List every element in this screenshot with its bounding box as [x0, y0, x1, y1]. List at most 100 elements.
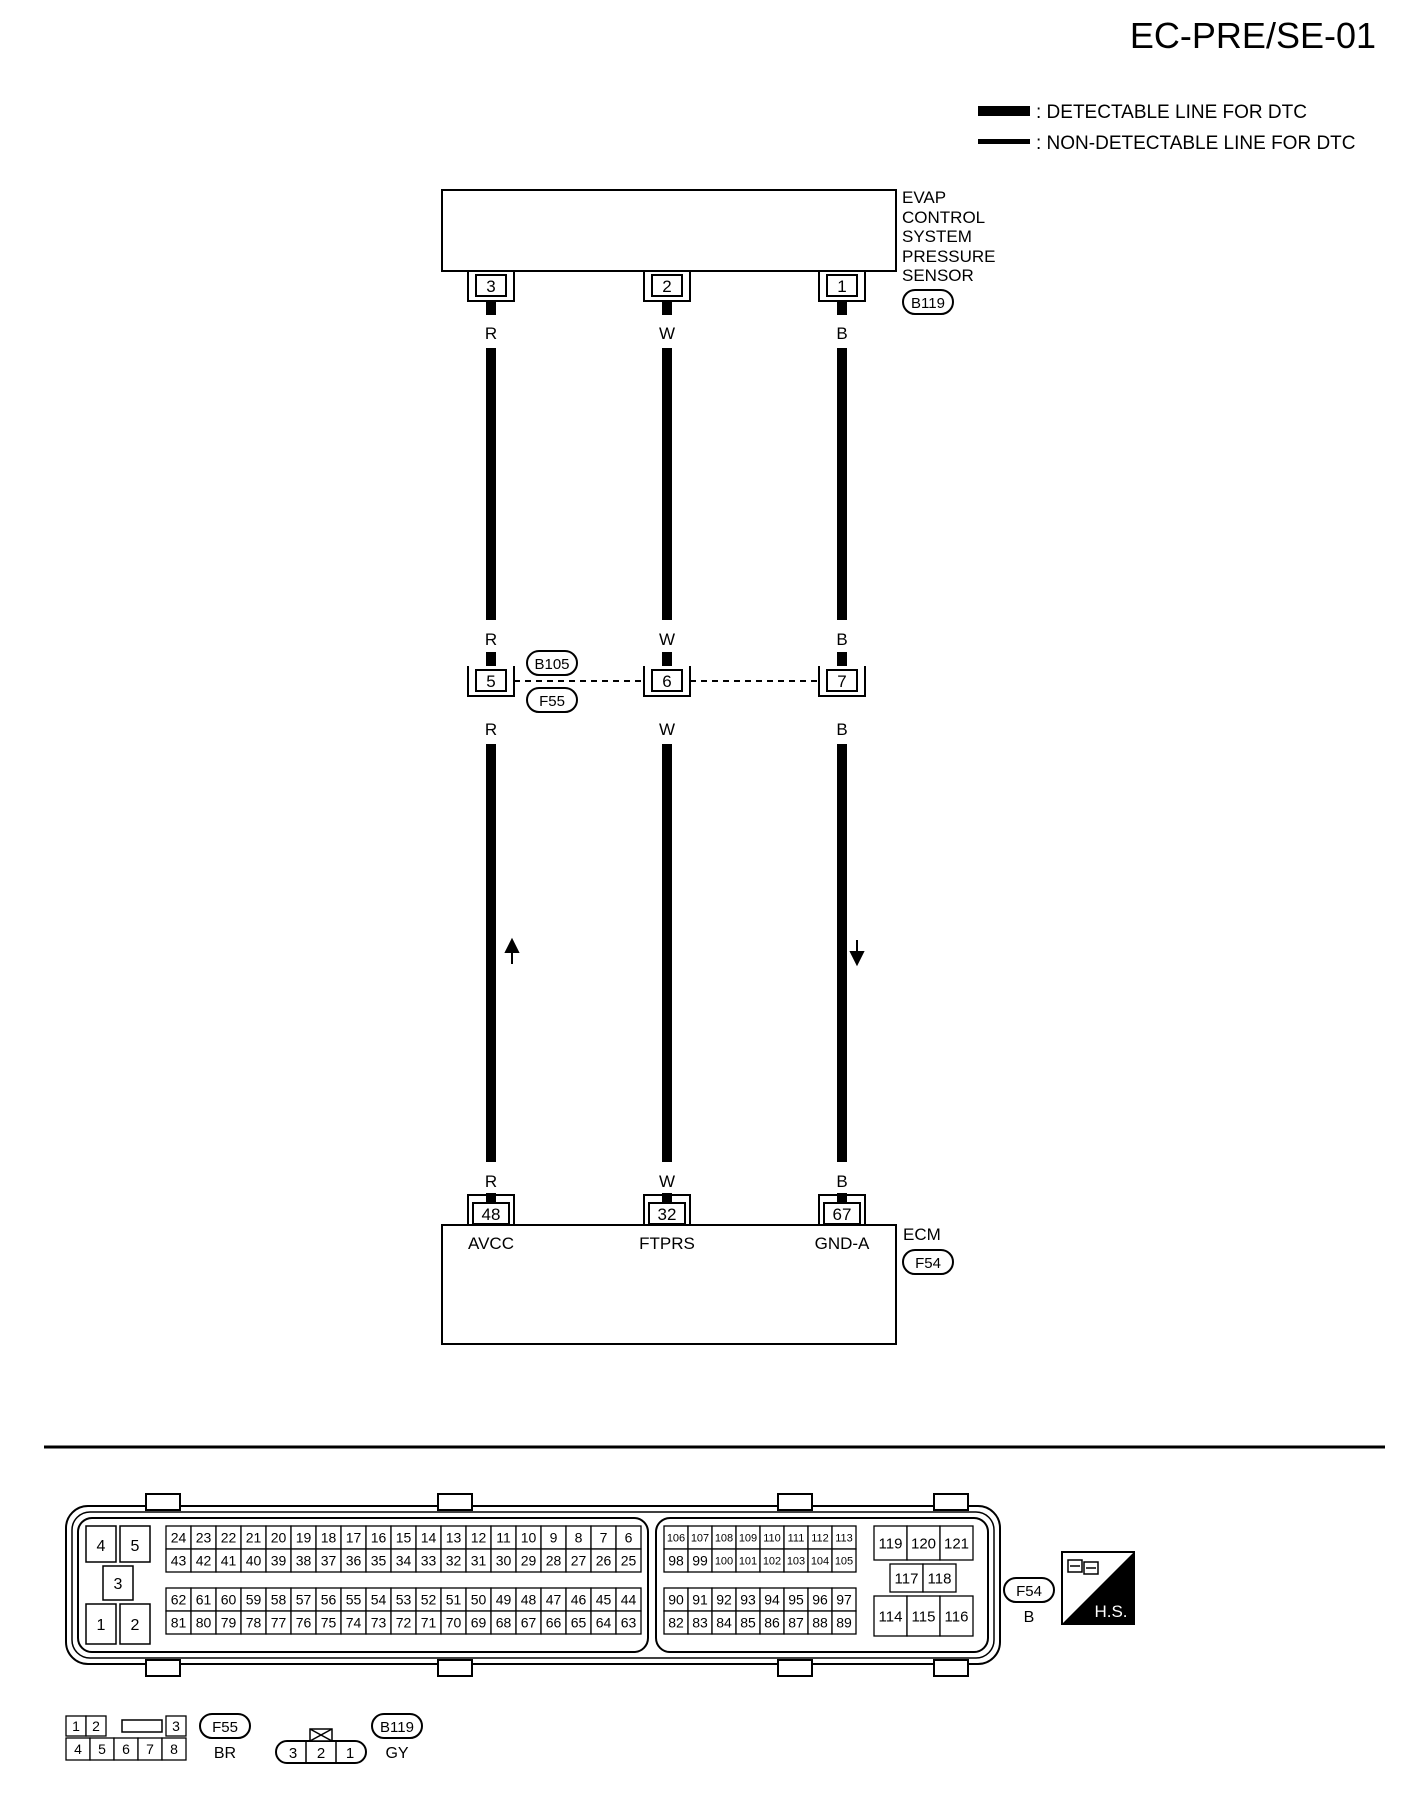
wire-segment-detectable: [486, 744, 496, 1162]
pin-number: 22: [221, 1530, 237, 1546]
pin-number: 12: [471, 1530, 487, 1546]
pin-number: 6: [625, 1530, 633, 1546]
pin-cell: [615, 1548, 642, 1573]
wire-color-label: R: [485, 720, 497, 739]
pin-number: 113: [835, 1532, 853, 1544]
ecm: ECM F54: [441, 1224, 954, 1345]
pin-number: 17: [346, 1530, 362, 1546]
pin-number: 94: [764, 1592, 780, 1608]
pin-cell: [939, 1595, 974, 1637]
ecm-pin-number: 48: [482, 1205, 501, 1224]
evap-sensor-name-line: EVAP: [902, 188, 946, 207]
pin-number: 83: [692, 1615, 708, 1631]
pin-number: 102: [763, 1555, 781, 1567]
pin-number: 71: [421, 1615, 437, 1631]
pin-number: 42: [196, 1553, 212, 1569]
wire-color-label: B: [836, 1172, 847, 1191]
pin-number: 5: [131, 1538, 140, 1555]
f55-lock: [121, 1719, 163, 1733]
page-id: EC-PRE/SE-01: [1130, 15, 1376, 56]
pin-number: 110: [763, 1532, 781, 1544]
wire-stub: [486, 652, 496, 666]
pin-number: 46: [571, 1592, 587, 1608]
ecm-terminal-label: GND-A: [815, 1234, 870, 1253]
pin-number: 51: [446, 1592, 462, 1608]
pin-number: 30: [496, 1553, 512, 1569]
pin-number: 39: [271, 1553, 287, 1569]
wire-column-b: 1 B B 7 B B 67 GND-A: [815, 271, 870, 1253]
pin-number: 49: [496, 1592, 512, 1608]
lock-tab: [777, 1659, 813, 1677]
wire-color-label: R: [485, 1172, 497, 1191]
pin-number: 20: [271, 1530, 287, 1546]
pin-number: 60: [221, 1592, 237, 1608]
junction-pin-number: 6: [662, 672, 671, 691]
wire-stub: [837, 652, 847, 666]
lock-tab: [437, 1659, 473, 1677]
junction-pin-box: [475, 669, 507, 692]
pin-number: 34: [396, 1553, 412, 1569]
pin-number: 8: [170, 1741, 178, 1757]
pin-number: 121: [944, 1535, 969, 1552]
pin-number: 16: [371, 1530, 387, 1546]
pin-number: 109: [739, 1532, 757, 1544]
pin-number: 15: [396, 1530, 412, 1546]
wire-segment-detectable: [486, 348, 496, 620]
wire-stub: [662, 1193, 672, 1207]
pin-number: 41: [221, 1553, 237, 1569]
pin-number: 70: [446, 1615, 462, 1631]
legend-non-detectable-label: : NON-DETECTABLE LINE FOR DTC: [1036, 133, 1356, 154]
pin-number: 38: [296, 1553, 312, 1569]
pin-number: 32: [446, 1553, 462, 1569]
wire-stub: [486, 301, 496, 315]
pin-cell: [102, 1565, 134, 1601]
sub-housing-left: [77, 1517, 649, 1653]
pin-number: 10: [521, 1530, 537, 1546]
pin-cell: [161, 1737, 187, 1761]
pin-cell: [873, 1525, 908, 1561]
pin-number: 119: [879, 1535, 903, 1552]
pin-number: 63: [621, 1615, 637, 1631]
legend-detectable-label: : DETECTABLE LINE FOR DTC: [1036, 102, 1307, 123]
legend-detectable-line: [978, 106, 1030, 116]
wire-color-label: B: [836, 630, 847, 649]
connector-color-code: GY: [385, 1745, 408, 1762]
pin-number: 57: [296, 1592, 312, 1608]
pin-number: 72: [396, 1615, 412, 1631]
pin-cell: [831, 1610, 857, 1635]
pin-number: 45: [596, 1592, 612, 1608]
lock-tab: [777, 1493, 813, 1511]
pin-number: 9: [550, 1530, 558, 1546]
wire-color-label: W: [659, 1172, 675, 1191]
pin-cell: [119, 1603, 151, 1645]
pin-number: 44: [621, 1592, 637, 1608]
wire-segment-detectable: [837, 348, 847, 620]
pin-number: 85: [740, 1615, 756, 1631]
pin-cell: [85, 1715, 107, 1737]
pin-number: 106: [667, 1532, 685, 1544]
pin-number: 4: [97, 1538, 106, 1555]
sensor-pin-box: [826, 274, 858, 297]
pin-number: 74: [346, 1615, 362, 1631]
pin-number: 61: [196, 1592, 212, 1608]
pin-cell: [85, 1603, 117, 1645]
connector-f55-face-tag: [199, 1713, 251, 1739]
lock-tab: [933, 1493, 969, 1511]
pin-number: 36: [346, 1553, 362, 1569]
pin-number: 69: [471, 1615, 487, 1631]
pin-number: 73: [371, 1615, 387, 1631]
pin-cell: [906, 1595, 941, 1637]
connector-f54-label: F54: [915, 1255, 941, 1272]
ecm-name: ECM: [903, 1225, 941, 1244]
evap-sensor-name-line: SENSOR: [902, 266, 974, 285]
pin-number: 56: [321, 1592, 337, 1608]
pin-number: 92: [716, 1592, 732, 1608]
pin-number: 6: [122, 1741, 130, 1757]
pin-number: 31: [471, 1553, 487, 1569]
pin-number: 2: [317, 1745, 325, 1762]
evap-sensor-name-line: PRESSURE: [902, 247, 996, 266]
pin-number: 90: [668, 1592, 684, 1608]
junction-pin-box: [826, 669, 858, 692]
